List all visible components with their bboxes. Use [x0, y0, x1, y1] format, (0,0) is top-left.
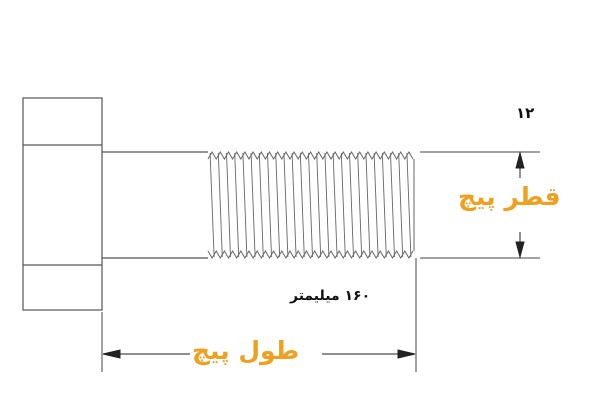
- thread-crest-line: [373, 152, 379, 258]
- thread-crest-line: [332, 152, 338, 258]
- thread-bottom-profile: [207, 250, 414, 259]
- thread-crest-line: [398, 152, 404, 258]
- length-label: طول پیچ: [192, 336, 300, 365]
- thread-crest-line: [390, 152, 395, 258]
- thread-crest-line: [250, 152, 256, 258]
- diameter-arrow-top: [515, 151, 525, 169]
- thread-crest-line: [324, 152, 330, 258]
- thread-crest-line: [275, 152, 281, 258]
- thread-crest-line: [308, 152, 313, 258]
- diameter-dimension-line: [515, 151, 525, 259]
- thread-crest-line: [291, 152, 297, 258]
- thread-crest-line: [226, 152, 231, 258]
- length-dimension-line: [102, 349, 416, 359]
- diameter-value: ۱۲: [516, 104, 535, 122]
- bolt-shank: [102, 151, 208, 259]
- length-arrow-right: [397, 349, 416, 359]
- diameter-arrow-bottom: [515, 241, 525, 259]
- thread-crest-line: [234, 152, 240, 258]
- bolt-thread: [207, 151, 415, 259]
- thread-top-profile: [207, 151, 414, 160]
- thread-crest-line: [349, 152, 354, 258]
- thread-crest-line: [340, 152, 346, 258]
- thread-crest-line: [217, 152, 223, 258]
- thread-crest-line: [381, 152, 387, 258]
- diameter-label: قطر پیچ: [458, 182, 561, 211]
- thread-crest-line: [283, 152, 289, 258]
- thread-crest-line: [258, 152, 264, 258]
- thread-crest-line: [209, 152, 215, 258]
- thread-crest-line: [299, 152, 305, 258]
- thread-crest-line: [406, 152, 412, 258]
- thread-crest-line: [365, 152, 371, 258]
- thread-crest-line: [316, 152, 322, 258]
- thread-crest-line: [267, 152, 272, 258]
- thread-crest-line: [357, 152, 363, 258]
- bolt-head: [22, 97, 103, 311]
- length-arrow-left: [102, 349, 121, 359]
- length-value: ۱۶۰ میلیمتر: [290, 288, 371, 304]
- thread-crest-line: [242, 152, 248, 258]
